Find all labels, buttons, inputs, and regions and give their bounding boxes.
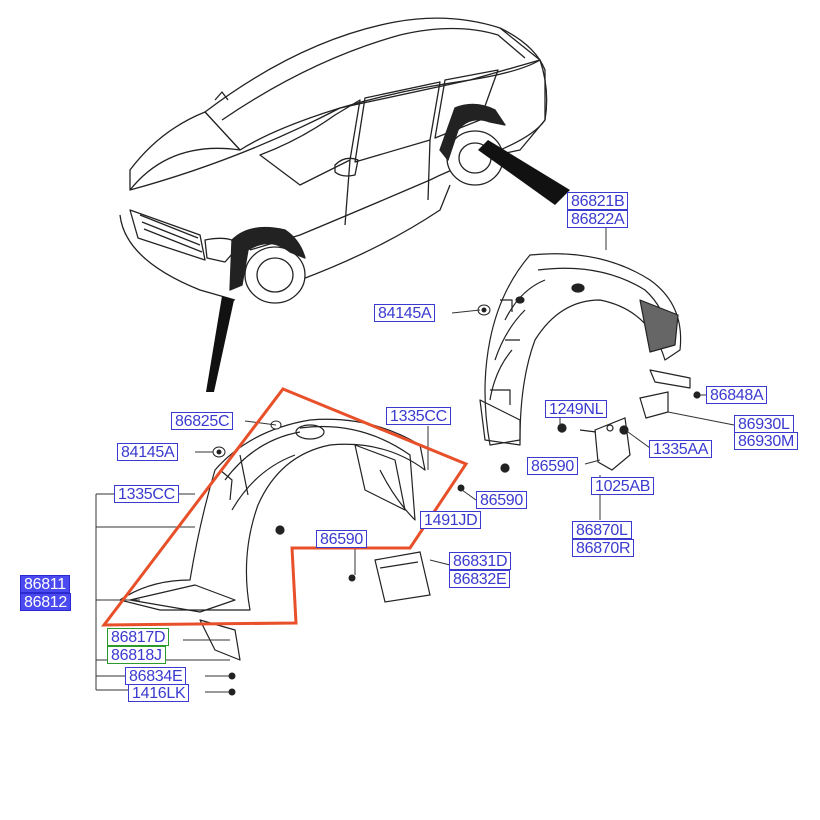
part-label-86821B[interactable]: 86821B [567,192,629,210]
front-wheel-guard [119,418,429,661]
part-label-86848A[interactable]: 86848A [706,386,768,404]
part-label-84145A-front[interactable]: 84145A [117,443,179,461]
part-label-84145A-rear[interactable]: 84145A [374,304,436,322]
part-label-86831D[interactable]: 86831D [449,552,512,570]
part-label-86930L[interactable]: 86930L [734,415,794,433]
part-label-86870R[interactable]: 86870R [572,539,635,557]
part-label-86811[interactable]: 86811 [20,575,70,593]
rear-wheel-guard [479,253,691,446]
part-label-86590-front[interactable]: 86590 [316,530,367,548]
part-label-1335CC-left[interactable]: 1335CC [114,485,179,503]
part-label-1025AB[interactable]: 1025AB [591,477,655,495]
part-label-86834E[interactable]: 86834E [125,667,187,685]
leader-rear [478,140,570,205]
part-label-1335CC-top[interactable]: 1335CC [386,407,451,425]
part-label-86870L[interactable]: 86870L [572,521,632,539]
part-label-86825C[interactable]: 86825C [171,412,234,430]
car-illustration [119,17,548,304]
part-label-86590-rear[interactable]: 86590 [527,457,578,475]
part-label-86817D[interactable]: 86817D [107,628,170,646]
selection-outline [100,387,469,627]
part-label-1416LK[interactable]: 1416LK [128,684,190,702]
part-label-86832E[interactable]: 86832E [449,570,511,588]
part-label-86822A[interactable]: 86822A [567,210,629,228]
part-label-86930M[interactable]: 86930M [734,432,799,450]
part-label-86812[interactable]: 86812 [20,593,71,611]
part-label-1335AA[interactable]: 1335AA [649,440,713,458]
splash-shield [374,551,431,603]
mud-guard-bracket [500,391,701,473]
leader-front [206,296,234,392]
part-label-86818J[interactable]: 86818J [107,646,166,664]
part-label-1491JD[interactable]: 1491JD [420,511,482,529]
part-label-1249NL[interactable]: 1249NL [545,400,608,418]
part-label-86590-mid[interactable]: 86590 [476,491,527,509]
clip-front [212,420,465,696]
